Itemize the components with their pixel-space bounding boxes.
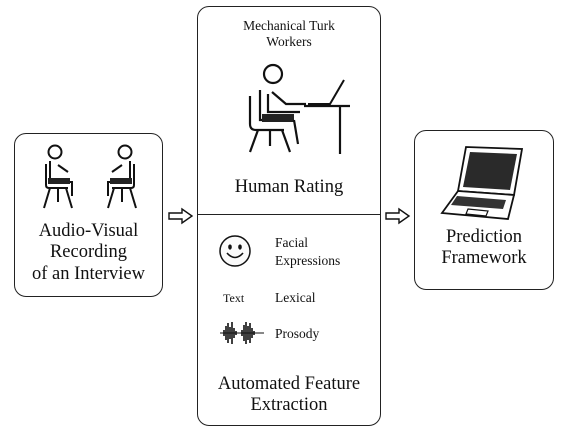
prediction-framework-label: Prediction Framework (441, 227, 527, 269)
divider-line (197, 214, 381, 215)
hollow-arrow-icon (168, 207, 194, 225)
laptop-icon (440, 146, 524, 220)
waveform-icon (220, 322, 264, 344)
lexical-label: Lexical (275, 290, 316, 305)
hollow-arrow-icon (385, 207, 411, 225)
mturk-workers-label: Mechanical Turk Workers (243, 18, 335, 50)
recording-label: Audio-Visual Recording of an Interview (31, 221, 145, 284)
smiley-face-icon (219, 235, 251, 267)
center-box (197, 6, 381, 426)
facial-expressions-label: Facial Expressions (275, 235, 341, 268)
recording-box (14, 133, 163, 297)
automated-feature-extraction-label: Automated Feature Extraction (217, 374, 361, 416)
human-rating-label: Human Rating (234, 177, 344, 197)
prosody-label: Prosody (275, 326, 320, 341)
worker-at-desk-icon (248, 63, 350, 154)
interview-people-icon (43, 144, 137, 209)
text-icon: Text (223, 291, 245, 305)
